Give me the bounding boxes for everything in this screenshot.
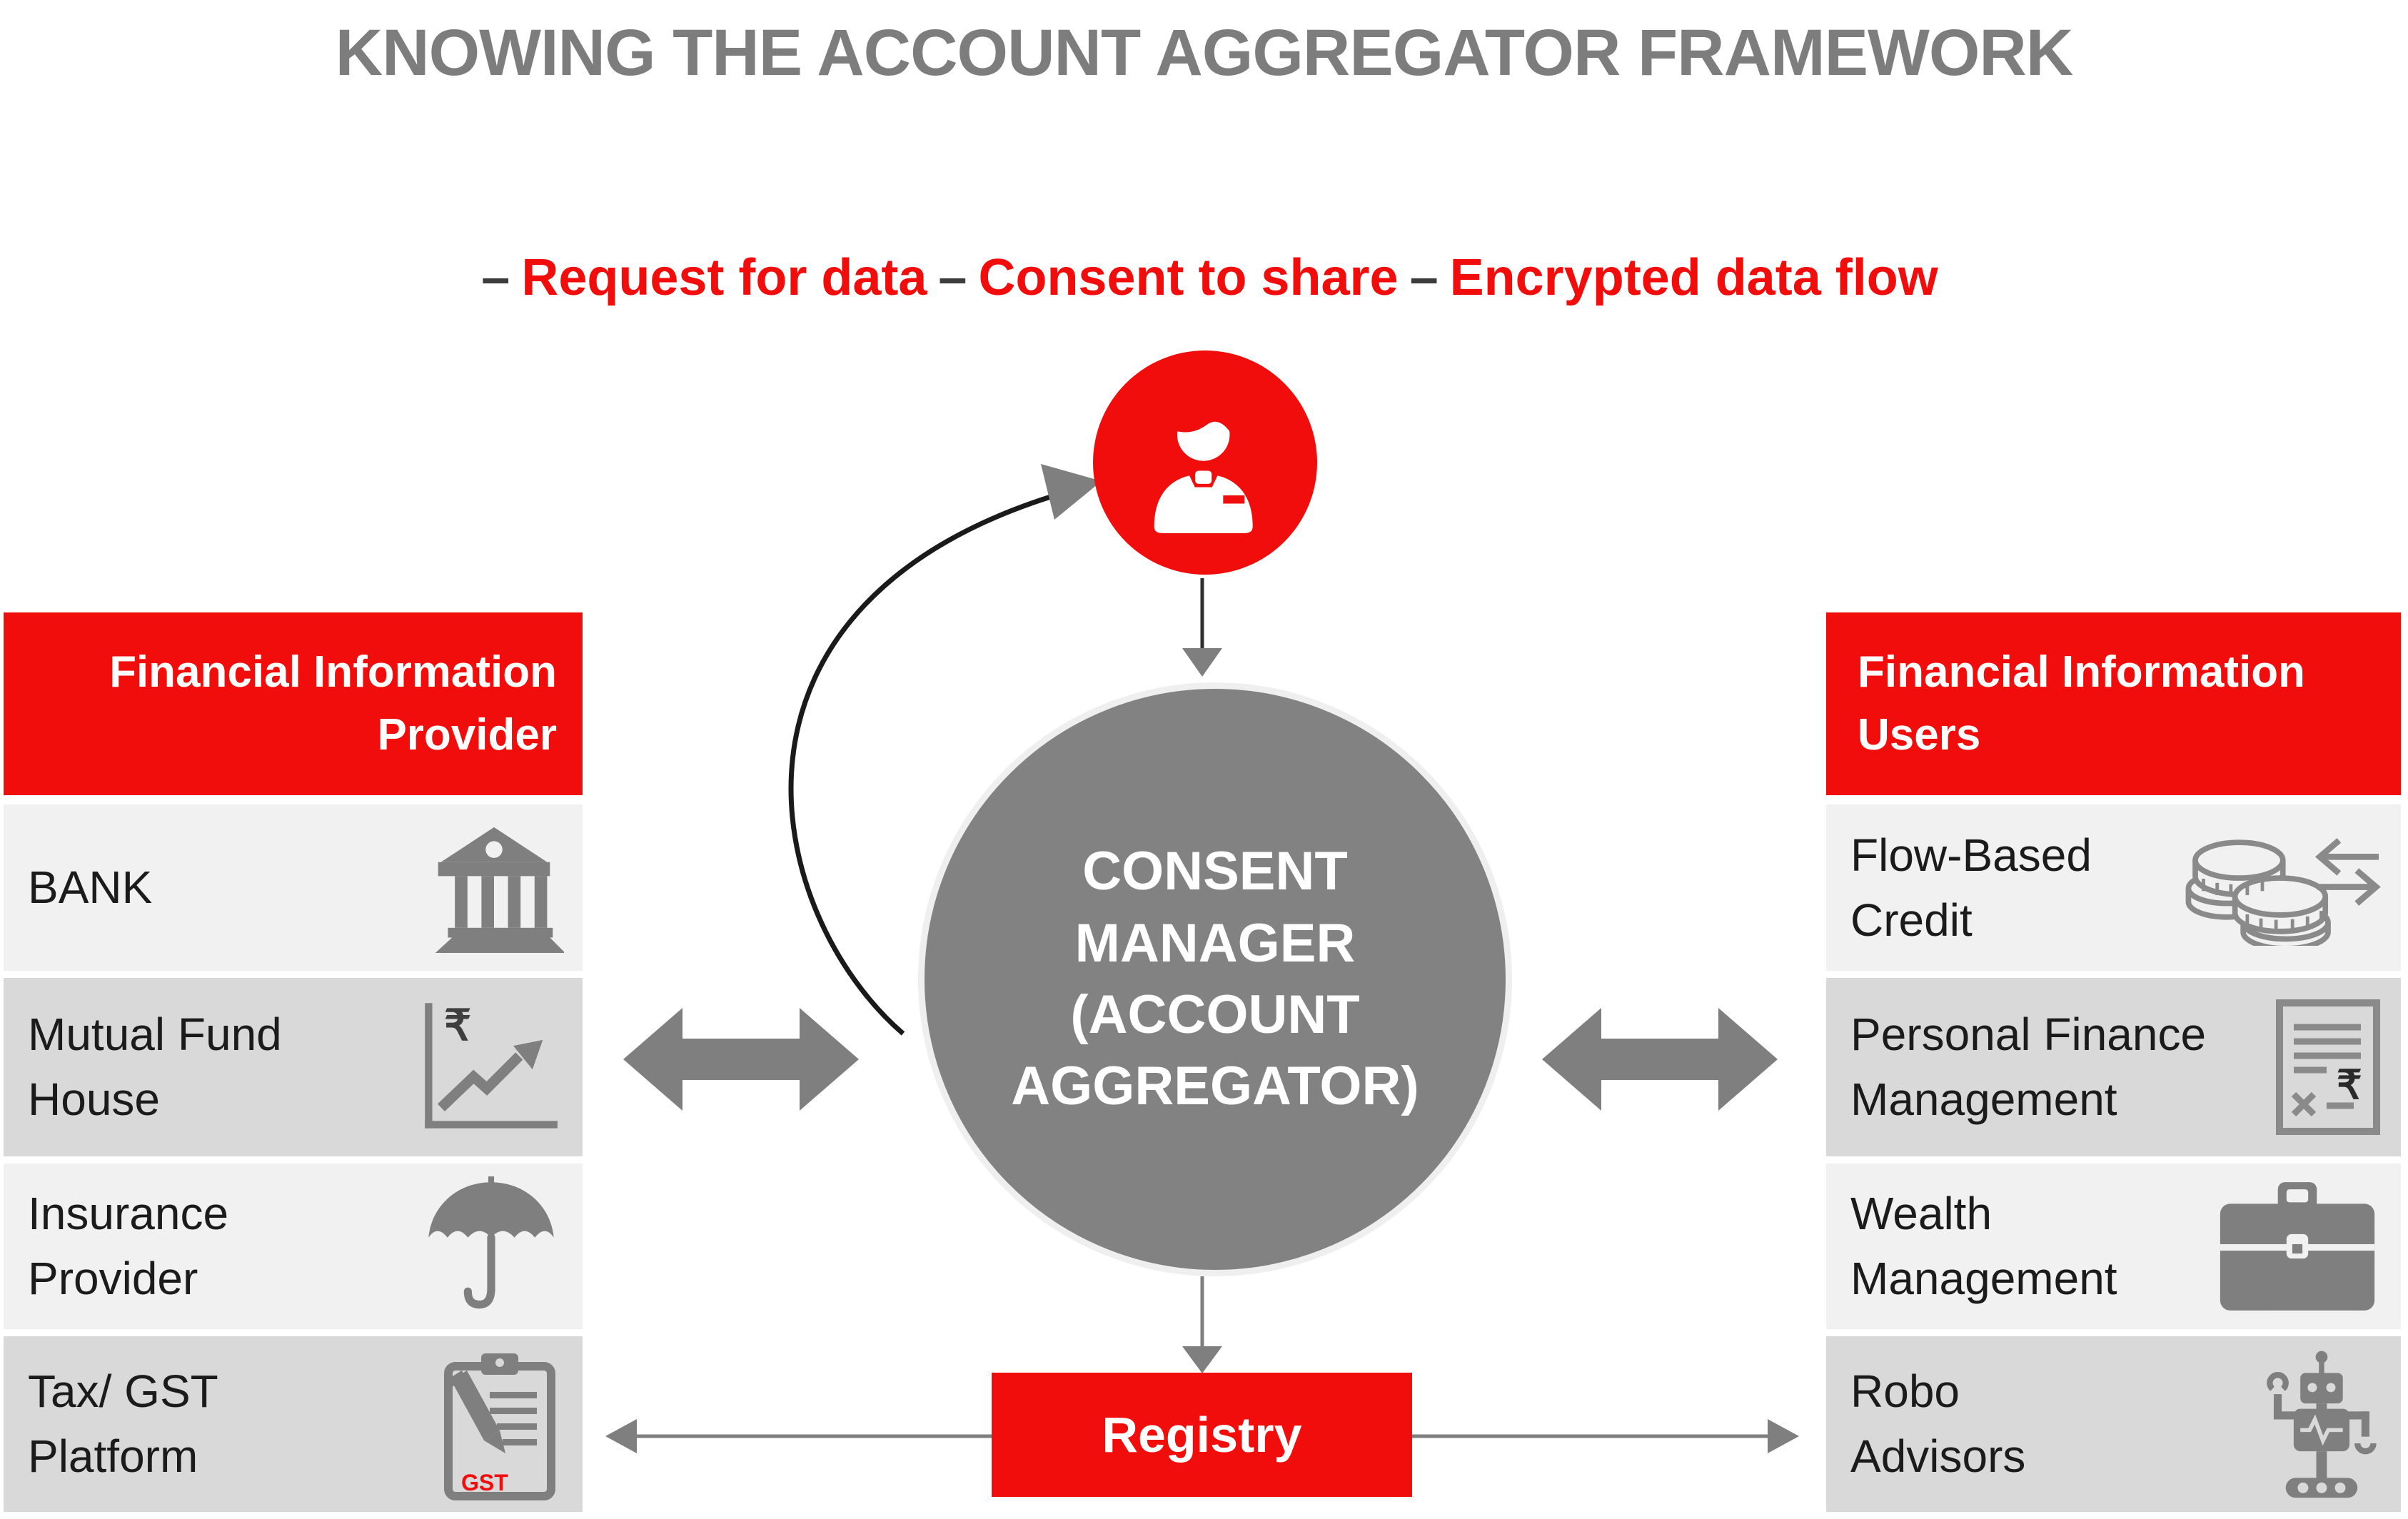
consent-manager-label: CONSENT MANAGER (ACCOUNT AGGREGATOR) — [1011, 841, 1419, 1117]
legend-dash: – — [938, 249, 967, 306]
right-row-personal-finance-label: Personal Finance Management — [1850, 1009, 2207, 1125]
right-row-wealth: Wealth Management — [1826, 1164, 2401, 1329]
right-panel-header: Financial Information Users — [1826, 612, 2401, 795]
legend-item-consent: Consent to share — [978, 249, 1399, 306]
right-double-arrow — [1542, 1008, 1778, 1111]
left-row-tax-gst: Tax/ GST Platform GST — [4, 1336, 583, 1512]
mutual-fund-chart-icon: ₹ — [425, 1001, 558, 1129]
registry-label: Registry — [1102, 1407, 1302, 1463]
right-row-robo-label: Robo Advisors — [1850, 1366, 2026, 1482]
left-row-tax-gst-label: Tax/ GST Platform — [28, 1366, 218, 1482]
legend-item-request: Request for data — [521, 249, 927, 306]
right-row-wealth-label: Wealth Management — [1850, 1188, 2117, 1304]
legend-item-encrypted: Encrypted data flow — [1449, 249, 1938, 306]
coins-transfer-icon — [2185, 838, 2381, 946]
registry-node: Registry — [992, 1373, 1412, 1497]
left-row-mutual-fund: Mutual Fund House ₹ — [4, 978, 583, 1156]
legend: –Request for data–Consent to share–Encry… — [0, 248, 2408, 307]
registry-to-right-panel-arrow — [1412, 1419, 1799, 1453]
robot-icon — [2267, 1351, 2377, 1498]
legend-dash: – — [481, 249, 510, 306]
right-row-personal-finance: Personal Finance Management ₹ — [1826, 978, 2401, 1156]
left-panel-header: Financial Information Provider — [4, 612, 583, 795]
rupee-glyph: ₹ — [2337, 1062, 2362, 1107]
rupee-glyph: ₹ — [444, 1001, 471, 1049]
left-double-arrow — [623, 1008, 859, 1111]
left-row-insurance: Insurance Provider — [4, 1164, 583, 1329]
briefcase-icon — [2220, 1182, 2375, 1311]
user-to-consent-arrow — [1182, 578, 1222, 677]
left-panel-header-label: Financial Information Provider — [109, 647, 557, 760]
left-row-mutual-fund-label: Mutual Fund House — [28, 1009, 282, 1125]
right-row-flow-credit: Flow-Based Credit — [1826, 804, 2401, 971]
umbrella-icon — [428, 1176, 554, 1309]
right-panel-header-label: Financial Information Users — [1858, 647, 2305, 760]
right-row-robo: Robo Advisors — [1826, 1336, 2401, 1512]
right-row-flow-credit-label: Flow-Based Credit — [1850, 829, 2092, 946]
left-row-bank-label: BANK — [28, 862, 153, 914]
consent-manager-node: CONSENT MANAGER (ACCOUNT AGGREGATOR) — [918, 682, 1512, 1276]
left-row-insurance-label: Insurance Provider — [28, 1188, 229, 1304]
page-title: KNOWING THE ACCOUNT AGGREGATOR FRAMEWORK — [335, 16, 2074, 89]
user-icon — [1154, 398, 1253, 533]
legend-dash: – — [1409, 249, 1439, 306]
bank-icon — [435, 827, 564, 953]
finance-document-icon: ₹ — [2276, 999, 2380, 1135]
left-row-bank: BANK — [4, 804, 583, 971]
gst-badge: GST — [461, 1470, 508, 1495]
tax-gst-clipboard-icon: GST — [444, 1353, 555, 1500]
consent-to-registry-arrow — [1182, 1276, 1222, 1373]
user-node — [1093, 350, 1317, 575]
registry-to-left-panel-arrow — [605, 1419, 992, 1453]
